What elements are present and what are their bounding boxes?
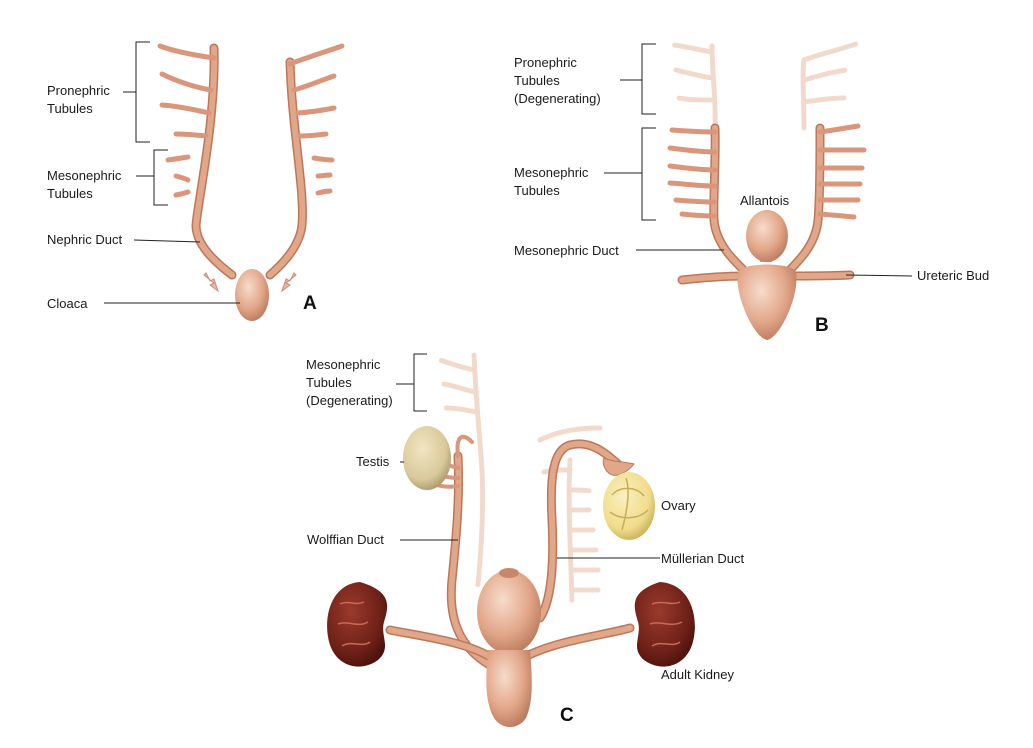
panel-a-right-mesonephric-tubules xyxy=(311,155,335,196)
panel-a-left-mesonephric-tubules xyxy=(165,154,191,198)
panel-a-leaders xyxy=(104,41,240,304)
label-pronephric-tubules-b: Pronephric Tubules (Degenerating) xyxy=(514,54,601,108)
label-mesonephric-tubules-c: Mesonephric Tubules (Degenerating) xyxy=(306,356,393,410)
panel-c-artwork xyxy=(327,352,695,727)
label-line: Pronephric xyxy=(514,55,577,70)
label-line: Tubules xyxy=(47,186,93,201)
label-mesonephric-tubules-a: Mesonephric Tubules xyxy=(47,167,121,203)
bladder-shape xyxy=(477,570,541,654)
label-pronephric-tubules-a: Pronephric Tubules xyxy=(47,82,110,118)
panel-a-right-arrow xyxy=(281,272,297,293)
panel-c-right-degenerating-tubules xyxy=(537,425,603,603)
label-mesonephric-tubules-b: Mesonephric Tubules xyxy=(514,164,588,200)
panel-a-artwork xyxy=(157,43,345,321)
panel-a-left-pronephric-tubules xyxy=(157,43,217,139)
label-adult-kidney: Adult Kidney xyxy=(661,667,734,682)
label-line: Tubules xyxy=(514,73,560,88)
label-line: Tubules xyxy=(514,183,560,198)
panel-c-left-degenerating-tubules xyxy=(437,352,486,588)
panel-b-left-mesonephric-tubules xyxy=(667,127,718,219)
panel-b-left-degenerating-pronephric xyxy=(671,42,718,131)
panel-letter-a: A xyxy=(303,293,317,314)
panel-c-leaders xyxy=(396,353,660,559)
panel-a-right-pronephric-tubules xyxy=(287,43,345,139)
label-ovary: Ovary xyxy=(661,498,696,513)
urogenital-sinus xyxy=(486,650,532,727)
label-line: Pronephric xyxy=(47,83,110,98)
label-allantois: Allantois xyxy=(740,193,790,208)
label-cloaca: Cloaca xyxy=(47,296,88,311)
label-wolffian-duct: Wolffian Duct xyxy=(307,532,384,547)
label-ureteric-bud: Ureteric Bud xyxy=(917,268,990,283)
cloaca-shape xyxy=(235,269,269,321)
panel-b-right-degenerating-pronephric xyxy=(800,41,859,131)
label-mesonephric-duct: Mesonephric Duct xyxy=(514,243,619,258)
testis-shape xyxy=(403,426,451,490)
panel-b-artwork xyxy=(667,41,867,340)
panel-letter-c: C xyxy=(560,705,574,726)
allantois-shape xyxy=(746,210,788,262)
label-line: Mesonephric xyxy=(514,165,589,180)
label-line: (Degenerating) xyxy=(306,393,393,408)
label-line: Mesonephric xyxy=(47,168,122,183)
label-mullerian-duct: Müllerian Duct xyxy=(661,551,745,566)
label-testis: Testis xyxy=(356,454,390,469)
label-line: Mesonephric xyxy=(306,357,381,372)
panel-b-right-mesonephric-tubules xyxy=(817,123,867,220)
ovary-shape xyxy=(603,472,655,540)
label-line: Tubules xyxy=(306,375,352,390)
urachus-top xyxy=(499,568,519,578)
label-line: Tubules xyxy=(47,101,93,116)
panel-b-cloaca xyxy=(737,264,797,340)
label-nephric-duct: Nephric Duct xyxy=(47,232,123,247)
label-line: (Degenerating) xyxy=(514,91,601,106)
panel-letter-b: B xyxy=(815,315,829,336)
panel-a-left-arrow xyxy=(203,272,219,293)
panel-b-leaders xyxy=(604,43,913,277)
